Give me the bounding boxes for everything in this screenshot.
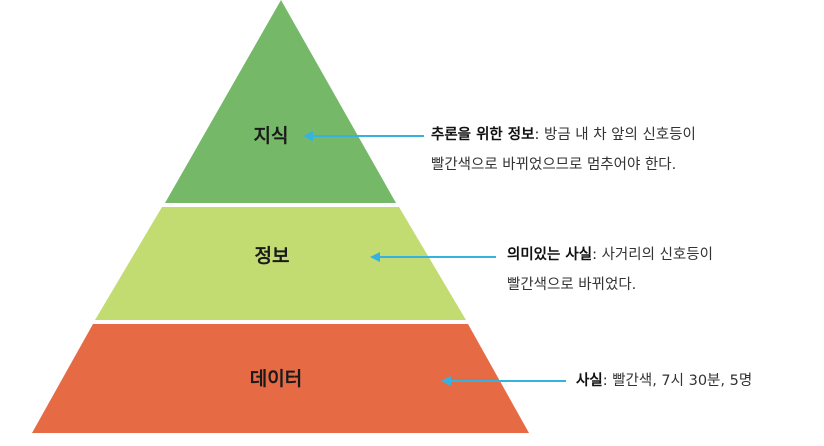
note-information-line2: 빨간색으로 바뀌었다. bbox=[507, 277, 637, 293]
note-information: 의미있는 사실: 사거리의 신호등이 빨간색으로 바뀌었다. bbox=[507, 240, 713, 300]
note-knowledge-line2: 빨간색으로 바뀌었으므로 멈추어야 한다. bbox=[431, 157, 677, 173]
note-data-separator: : bbox=[602, 373, 613, 389]
note-knowledge-term: 추론을 위한 정보 bbox=[431, 127, 535, 143]
note-information-line1: 의미있는 사실: 사거리의 신호등이 bbox=[507, 240, 713, 270]
tier-information-label: 정보 bbox=[255, 245, 290, 267]
tier-knowledge bbox=[165, 0, 396, 203]
note-data-line1: 사실: 빨간색, 7시 30분, 5명 bbox=[576, 366, 752, 396]
note-information-text1: 사거리의 신호등이 bbox=[601, 247, 713, 263]
tier-information bbox=[95, 207, 466, 320]
note-knowledge-separator: : bbox=[534, 127, 544, 143]
note-data-term: 사실 bbox=[576, 373, 603, 389]
note-information-term: 의미있는 사실 bbox=[507, 247, 593, 263]
note-knowledge: 추론을 위한 정보: 방금 내 차 앞의 신호등이 빨간색으로 바뀌었으므로 멈… bbox=[431, 120, 696, 180]
tier-data bbox=[32, 324, 529, 433]
note-knowledge-text1: 방금 내 차 앞의 신호등이 bbox=[543, 127, 696, 143]
tier-data-label: 데이터 bbox=[250, 368, 302, 390]
note-data: 사실: 빨간색, 7시 30분, 5명 bbox=[576, 366, 752, 396]
note-information-separator: : bbox=[592, 247, 602, 263]
tier-knowledge-label: 지식 bbox=[254, 125, 289, 147]
note-data-text1: 빨간색, 7시 30분, 5명 bbox=[612, 373, 753, 389]
note-knowledge-line1: 추론을 위한 정보: 방금 내 차 앞의 신호등이 bbox=[431, 120, 696, 150]
